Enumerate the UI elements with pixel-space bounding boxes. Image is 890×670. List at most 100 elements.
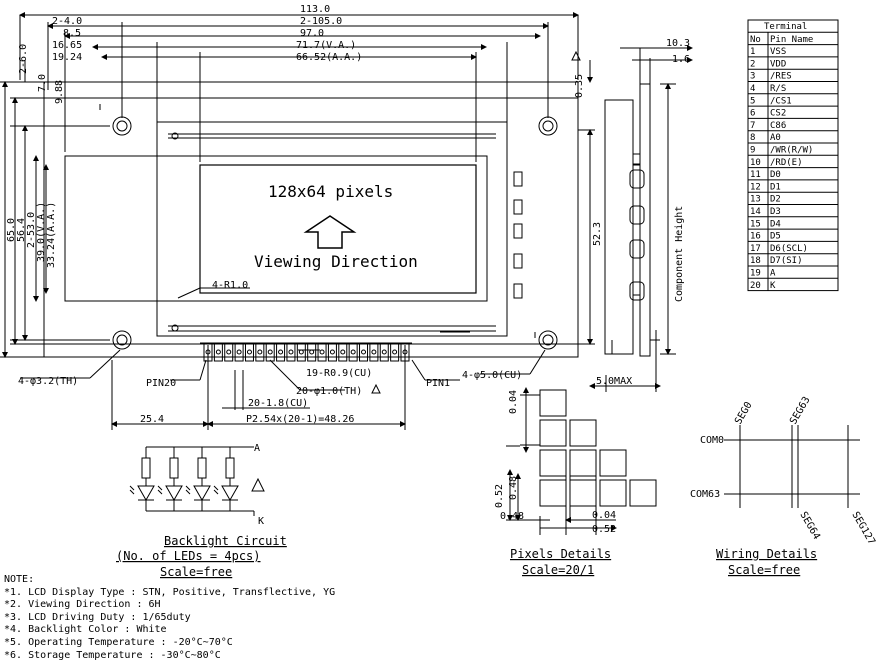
terminal-pin-no: 18 <box>750 256 761 266</box>
note-item: *5. Operating Temperature : -20°C~70°C <box>4 636 233 648</box>
dim-height-65: 65.0 <box>6 218 17 242</box>
terminal-pin-no: 10 <box>750 158 761 168</box>
terminal-pin-name: D1 <box>770 182 781 192</box>
terminal-pin-name: D4 <box>770 219 781 229</box>
pin-pad <box>255 342 265 362</box>
terminal-pin-name: D0 <box>770 170 781 180</box>
terminal-pin-no: 1 <box>750 47 755 57</box>
com0-label: COM0 <box>700 435 724 446</box>
pin-hole <box>257 349 263 355</box>
pin-pad <box>317 342 327 362</box>
com63-label: COM63 <box>690 489 720 500</box>
terminal-pin-no: 3 <box>750 72 755 82</box>
pin20-label: PIN20 <box>146 378 176 389</box>
terminal-pin-name: C86 <box>770 121 786 131</box>
pin-pad <box>338 342 348 362</box>
backlight-title: Backlight Circuit <box>164 534 287 548</box>
pin-hole <box>340 349 346 355</box>
dim-height-56: 56.4 <box>16 218 27 242</box>
terminal-pin-name: VDD <box>770 59 786 69</box>
terminal-pin-name: VSS <box>770 47 786 57</box>
pixels-grid <box>539 389 657 507</box>
pin-pad <box>359 342 369 362</box>
seg127-label: SEG127 <box>849 510 877 547</box>
note-item: *2. Viewing Direction : 6H <box>4 599 161 611</box>
resistor-icon <box>169 457 179 479</box>
dim-width-97: 97.0 <box>300 28 324 39</box>
dim-9-88: 9.88 <box>54 80 65 104</box>
hole-cu-label: 4-φ5.0(CU) <box>462 370 522 381</box>
pixel-cell <box>599 449 627 477</box>
terminal-pin-no: 8 <box>750 133 755 143</box>
pin-pad <box>265 342 275 362</box>
dim-aa-height: 33.24(A.A.) <box>46 202 57 268</box>
dim-va-height: 39.0(V.A.) <box>36 202 47 262</box>
pix-dim-0-04-top: 0.04 <box>508 390 519 414</box>
led-icon <box>137 485 155 502</box>
pin-hole <box>319 349 325 355</box>
pin-pad <box>348 342 358 362</box>
pin-pad <box>379 342 389 362</box>
terminal-pin-no: 14 <box>750 207 761 217</box>
resistor-icon <box>225 457 235 479</box>
terminal-pin-name: /RD(E) <box>770 158 803 168</box>
pixels-scale: Scale=20/1 <box>522 563 594 577</box>
pin-hole <box>381 349 387 355</box>
note-item: *4. Backlight Color : White <box>4 624 167 636</box>
dim-hole-offset-top: 2-4.0 <box>52 16 82 27</box>
pin-pad <box>224 342 234 362</box>
side-view <box>589 45 693 392</box>
note-item: *3. LCD Driving Duty : 1/65duty <box>4 611 191 623</box>
pin-hole <box>371 349 377 355</box>
pin-header <box>200 342 412 362</box>
offset-25-4: 25.4 <box>140 414 164 425</box>
seg0-label: SEG0 <box>733 400 755 426</box>
viewing-area <box>64 155 488 302</box>
pixel-cell <box>539 419 567 447</box>
pixel-cell <box>539 449 567 477</box>
dim-va-left: 8.5 <box>63 28 81 39</box>
pixel-cell <box>599 479 627 507</box>
backlight-subtitle: (No. of LEDs = 4pcs) <box>116 549 261 563</box>
pix-dim-0-48-v: 0.48 <box>508 476 519 500</box>
seg63-label: SEG63 <box>788 395 813 427</box>
terminal-pin-no: 2 <box>750 59 755 69</box>
pad-hole-label: 20-φ1.0(TH) <box>296 386 362 397</box>
dim-aa-left-2: 19.24 <box>52 52 82 63</box>
terminal-pin-name: R/S <box>770 84 786 94</box>
terminal-pin-name: A0 <box>770 133 781 143</box>
terminal-pin-no: 5 <box>750 96 755 106</box>
notes-title: NOTE: <box>4 574 35 585</box>
terminal-pin-no: 4 <box>750 84 755 94</box>
dim-aa-width: 66.52(A.A.) <box>296 52 362 63</box>
dim-7: 7.0 <box>37 74 48 92</box>
terminal-pin-name: /RES <box>770 72 792 82</box>
dim-10-3: 10.3 <box>666 38 690 49</box>
pin-pad <box>286 342 296 362</box>
pin-pitch-label: P2.54x(20-1)=48.26 <box>246 414 354 425</box>
cathode-label: K <box>258 516 264 527</box>
pin-pad <box>369 342 379 362</box>
led-icon <box>193 485 211 502</box>
pix-dim-0-52-h: 0.52 <box>592 524 616 535</box>
pin-hole <box>267 349 273 355</box>
terminal-pin-no: 20 <box>750 281 761 291</box>
dim-height-52-3: 52.3 <box>592 222 603 246</box>
terminal-pin-no: 17 <box>750 244 761 254</box>
pin-hole <box>215 349 221 355</box>
terminal-table <box>747 19 839 292</box>
viewing-direction-arrow-icon <box>303 215 357 249</box>
resolution-label: 128x64 pixels <box>268 182 393 201</box>
dim-hole-pitch: 2-105.0 <box>300 16 342 27</box>
terminal-pin-no: 15 <box>750 219 761 229</box>
terminal-pin-no: 16 <box>750 232 761 242</box>
pcb-outline <box>43 81 579 358</box>
terminal-pin-no: 13 <box>750 195 761 205</box>
terminal-pin-name: K <box>770 281 776 291</box>
backlight-circuit <box>129 446 255 516</box>
terminal-header-no: No <box>750 35 761 45</box>
pin-hole <box>361 349 367 355</box>
pin-pad <box>244 342 254 362</box>
terminal-pin-no: 9 <box>750 146 755 156</box>
